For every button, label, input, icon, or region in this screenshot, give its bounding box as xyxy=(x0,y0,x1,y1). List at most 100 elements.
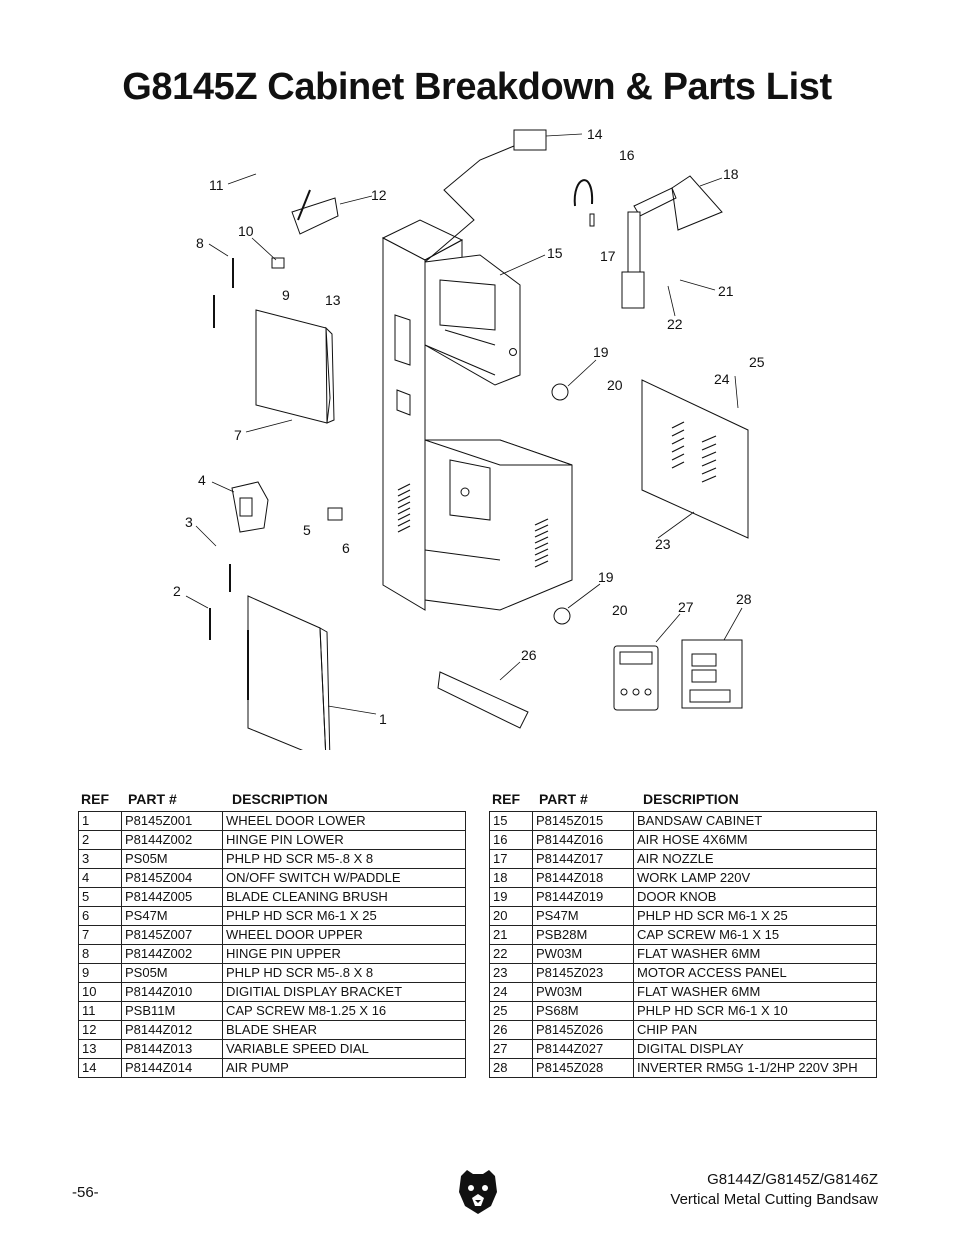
ref-cell: 19 xyxy=(489,887,533,907)
ref-cell: 26 xyxy=(489,1020,533,1040)
description-cell: AIR HOSE 4X6MM xyxy=(633,830,877,850)
part-number-cell: P8145Z004 xyxy=(121,868,223,888)
description-cell: CHIP PAN xyxy=(633,1020,877,1040)
ref-cell: 3 xyxy=(78,849,122,869)
part-number-cell: P8144Z016 xyxy=(532,830,634,850)
product-line: Vertical Metal Cutting Bandsaw xyxy=(670,1191,878,1208)
ref-cell: 25 xyxy=(489,1001,533,1021)
callout-24: 24 xyxy=(714,371,730,387)
ref-cell: 8 xyxy=(78,944,122,964)
ref-cell: 12 xyxy=(78,1020,122,1040)
callout-19: 19 xyxy=(593,344,609,360)
description-cell: PHLP HD SCR M5-.8 X 8 xyxy=(222,963,466,983)
air-pump xyxy=(513,129,547,151)
callout-19-lower: 19 xyxy=(598,569,614,585)
blade-cleaning-brush xyxy=(327,507,343,521)
door-knob-upper xyxy=(551,383,569,401)
description-cell: BLADE SHEAR xyxy=(222,1020,466,1040)
description-cell: HINGE PIN UPPER xyxy=(222,944,466,964)
page-title: G8145Z Cabinet Breakdown & Parts List xyxy=(122,66,832,108)
callout-28: 28 xyxy=(736,591,752,607)
ref-cell: 17 xyxy=(489,849,533,869)
callout-16: 16 xyxy=(619,147,635,163)
part-number-cell: PS05M xyxy=(121,963,223,983)
description-header: DESCRIPTION xyxy=(643,791,739,807)
ref-cell: 16 xyxy=(489,830,533,850)
description-cell: VARIABLE SPEED DIAL xyxy=(222,1039,466,1059)
description-cell: FLAT WASHER 6MM xyxy=(633,944,877,964)
callout-5: 5 xyxy=(303,522,311,538)
part-number-cell: P8144Z010 xyxy=(121,982,223,1002)
grizzly-bear-logo-icon xyxy=(459,1170,497,1214)
ref-cell: 14 xyxy=(78,1058,122,1078)
ref-cell: 11 xyxy=(78,1001,122,1021)
callout-14: 14 xyxy=(587,126,603,142)
part-number-cell: P8144Z005 xyxy=(121,887,223,907)
part-number-cell: P8144Z027 xyxy=(532,1039,634,1059)
part-number-cell: P8145Z028 xyxy=(532,1058,634,1078)
callout-17: 17 xyxy=(600,248,616,264)
on-off-switch xyxy=(231,481,269,533)
air-nozzle xyxy=(589,213,595,227)
callout-25: 25 xyxy=(749,354,765,370)
callout-10: 10 xyxy=(238,223,254,239)
ref-cell: 18 xyxy=(489,868,533,888)
part-number-cell: PS05M xyxy=(121,849,223,869)
ref-cell: 27 xyxy=(489,1039,533,1059)
model-info: G8144Z/G8145Z/G8146Z Vertical Metal Cutt… xyxy=(670,1170,878,1210)
description-cell: BLADE CLEANING BRUSH xyxy=(222,887,466,907)
description-cell: DIGITIAL DISPLAY BRACKET xyxy=(222,982,466,1002)
part-number-cell: P8145Z026 xyxy=(532,1020,634,1040)
callout-23: 23 xyxy=(655,536,671,552)
description-cell: AIR NOZZLE xyxy=(633,849,877,869)
part-number-cell: PSB28M xyxy=(532,925,634,945)
part-number-cell: P8145Z015 xyxy=(532,811,634,831)
description-cell: HINGE PIN LOWER xyxy=(222,830,466,850)
description-cell: WHEEL DOOR LOWER xyxy=(222,811,466,831)
part-number-cell: P8144Z002 xyxy=(121,830,223,850)
part-number-cell: P8144Z018 xyxy=(532,868,634,888)
part-number-cell: P8145Z007 xyxy=(121,925,223,945)
callout-12: 12 xyxy=(371,187,387,203)
part-number-cell: P8144Z017 xyxy=(532,849,634,869)
description-cell: MOTOR ACCESS PANEL xyxy=(633,963,877,983)
description-cell: PHLP HD SCR M6-1 X 25 xyxy=(633,906,877,926)
description-cell: CAP SCREW M8-1.25 X 16 xyxy=(222,1001,466,1021)
part-number-cell: P8144Z012 xyxy=(121,1020,223,1040)
callout-26: 26 xyxy=(521,647,537,663)
description-cell: AIR PUMP xyxy=(222,1058,466,1078)
callout-11: 11 xyxy=(209,177,224,193)
wheel-door-lower xyxy=(247,595,331,750)
ref-cell: 1 xyxy=(78,811,122,831)
description-cell: PHLP HD SCR M6-1 X 10 xyxy=(633,1001,877,1021)
model-line: G8144Z/G8145Z/G8146Z xyxy=(707,1171,878,1188)
callout-6: 6 xyxy=(342,540,350,556)
description-cell: DOOR KNOB xyxy=(633,887,877,907)
ref-cell: 15 xyxy=(489,811,533,831)
ref-cell: 5 xyxy=(78,887,122,907)
ref-cell: 10 xyxy=(78,982,122,1002)
parts-list-header: REF PART # DESCRIPTION xyxy=(489,789,877,809)
part-number-cell: P8144Z019 xyxy=(532,887,634,907)
description-cell: FLAT WASHER 6MM xyxy=(633,982,877,1002)
callout-21: 21 xyxy=(718,283,734,299)
ref-cell: 7 xyxy=(78,925,122,945)
work-lamp xyxy=(621,175,723,309)
